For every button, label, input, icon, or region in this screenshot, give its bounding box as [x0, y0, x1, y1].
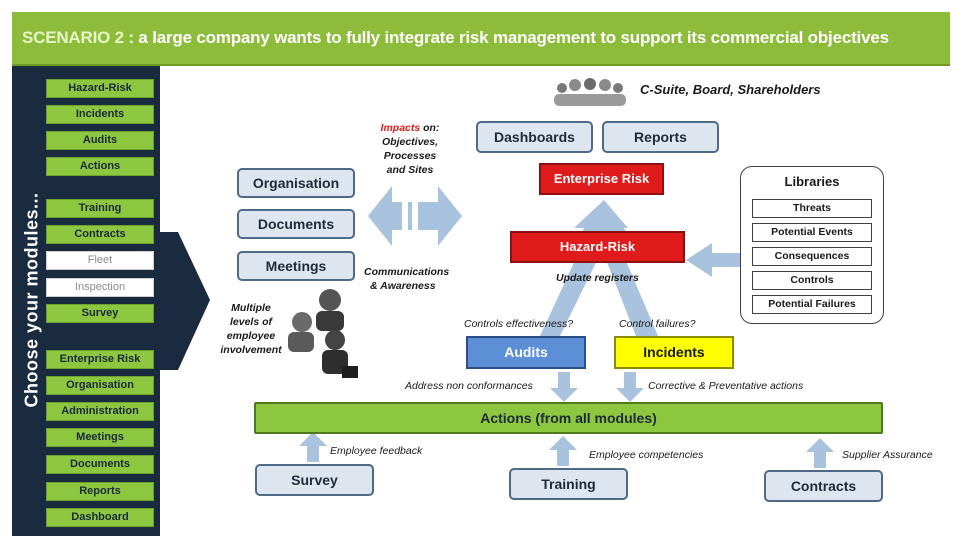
module-dashboard[interactable]: Dashboard [46, 508, 154, 527]
update-registers-label: Update registers [556, 272, 639, 284]
module-meetings[interactable]: Meetings [46, 428, 154, 447]
module-incidents[interactable]: Incidents [46, 105, 154, 124]
actions-bar: Actions (from all modules) [254, 402, 883, 434]
reports-box: Reports [602, 121, 719, 153]
control-failures-label: Control failures? [619, 318, 696, 330]
address-nonconformances-label: Address non conformances [405, 380, 533, 392]
corrective-actions-label: Corrective & Preventative actions [648, 380, 804, 392]
involvement-label-line1: Multiple [231, 302, 271, 314]
library-item-potential-failures: Potential Failures [752, 295, 872, 314]
communications-label-line1: Communications [364, 266, 450, 278]
library-item-threats: Threats [752, 199, 872, 218]
meetings-box: Meetings [237, 251, 355, 281]
controls-effectiveness-label: Controls effectiveness? [464, 318, 574, 330]
library-item-potential-events: Potential Events [752, 223, 872, 242]
documents-box: Documents [237, 209, 355, 239]
module-actions[interactable]: Actions [46, 157, 154, 176]
supplier-assurance-label: Supplier Assurance [842, 449, 933, 461]
enterprise-risk-box: Enterprise Risk [539, 163, 664, 195]
stakeholders-label: C-Suite, Board, Shareholders [640, 82, 821, 97]
hazard-risk-box: Hazard-Risk [510, 231, 685, 263]
module-audits[interactable]: Audits [46, 131, 154, 150]
impacts-label-line3: Processes [383, 150, 437, 162]
scenario-banner: SCENARIO 2 : a large company wants to fu… [12, 12, 950, 66]
banner-description: : a large company wants to fully integra… [128, 28, 889, 47]
involvement-label-line2: levels of [229, 316, 273, 328]
contracts-box: Contracts [764, 470, 883, 502]
module-fleet[interactable]: Fleet [46, 251, 154, 270]
impacts-label-line2: Objectives, [381, 136, 439, 148]
impacts-label-line4: and Sites [386, 164, 434, 176]
module-administration[interactable]: Administration [46, 402, 154, 421]
employee-competencies-label: Employee competencies [589, 449, 704, 461]
module-inspection[interactable]: Inspection [46, 278, 154, 297]
banner-prefix: SCENARIO 2 [22, 28, 124, 47]
communications-label-line2: & Awareness [370, 280, 436, 292]
banner-title: SCENARIO 2 : a large company wants to fu… [22, 28, 889, 48]
dashboards-box: Dashboards [476, 121, 593, 153]
module-training[interactable]: Training [46, 199, 154, 218]
module-reports[interactable]: Reports [46, 482, 154, 501]
training-box: Training [509, 468, 628, 500]
involvement-label-line4: involvement [220, 344, 282, 356]
audits-box: Audits [466, 336, 586, 369]
module-hazard-risk[interactable]: Hazard-Risk [46, 79, 154, 98]
module-organisation[interactable]: Organisation [46, 376, 154, 395]
library-item-consequences: Consequences [752, 247, 872, 266]
libraries-title: Libraries [784, 174, 840, 189]
library-item-controls: Controls [752, 271, 872, 290]
module-contracts[interactable]: Contracts [46, 225, 154, 244]
organisation-box: Organisation [237, 168, 355, 198]
incidents-box: Incidents [614, 336, 734, 369]
impacts-label-line1: Impacts on: [380, 122, 440, 134]
module-documents[interactable]: Documents [46, 455, 154, 474]
employee-feedback-label: Employee feedback [330, 445, 423, 457]
involvement-label-line3: employee [226, 330, 276, 342]
survey-box: Survey [255, 464, 374, 496]
module-survey[interactable]: Survey [46, 304, 154, 323]
module-enterprise-risk[interactable]: Enterprise Risk [46, 350, 154, 369]
